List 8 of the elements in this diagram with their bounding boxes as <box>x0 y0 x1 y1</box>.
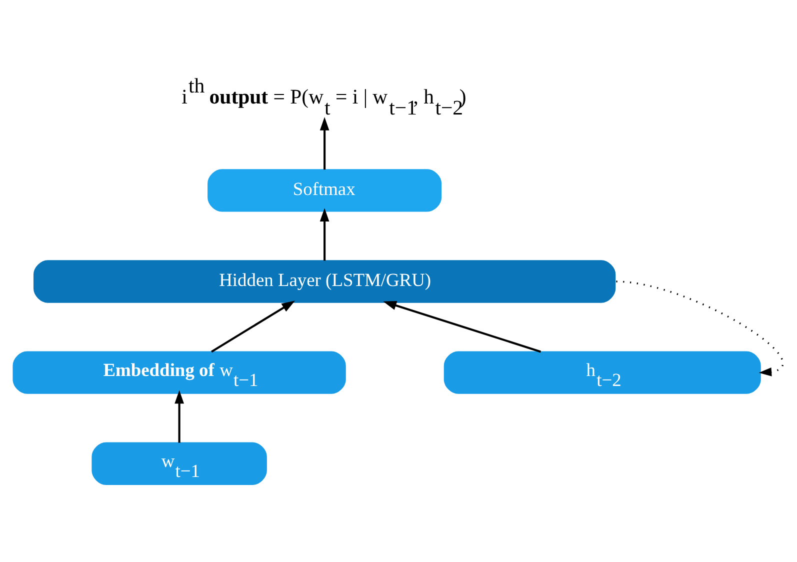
arrow <box>383 300 542 352</box>
arrow <box>174 390 184 442</box>
node-box: Hidden Layer (LSTM/GRU) <box>33 260 616 302</box>
arrow <box>616 280 784 376</box>
node-box: Softmax <box>208 168 442 212</box>
arrow <box>320 116 330 170</box>
arrow <box>320 208 330 260</box>
arrow <box>211 300 296 352</box>
